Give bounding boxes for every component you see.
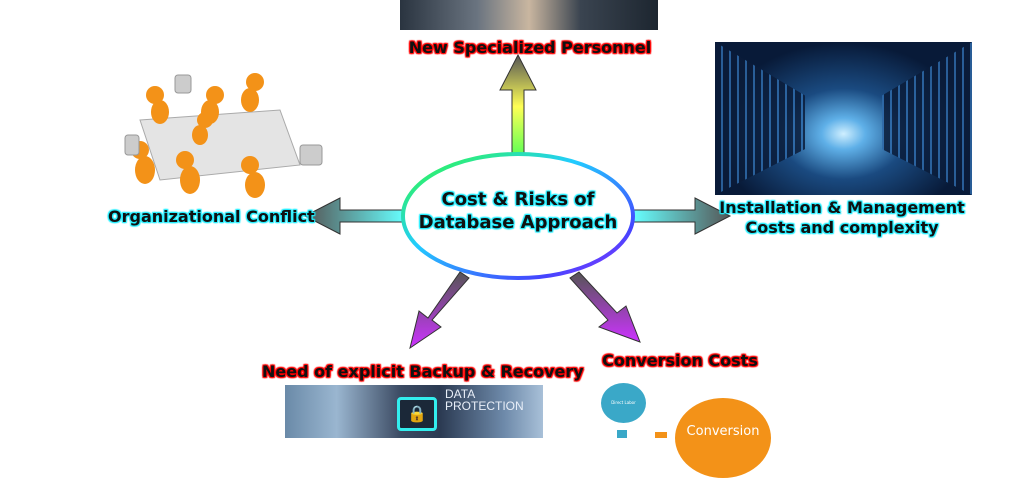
plus-icon	[617, 430, 627, 438]
center-ellipse	[401, 152, 635, 280]
conversion-text: Conversion	[686, 424, 760, 439]
conversion-circle: Conversion	[675, 398, 771, 478]
server-room-image	[715, 42, 972, 195]
label-new-specialized-personnel: New Specialized Personnel	[408, 38, 652, 57]
label-backup-recovery: Need of explicit Backup & Recovery	[262, 362, 584, 381]
direct-labor-circle: Direct Labor	[601, 383, 646, 423]
arrows-layer	[303, 53, 732, 350]
center-title: Cost & Risks of Database Approach	[408, 188, 628, 234]
center-title-line2: Database Approach	[418, 212, 618, 233]
data-text: DATA	[445, 387, 476, 401]
data-protection-image: 🔒 DATA PROTECTION	[285, 385, 543, 438]
arrow-right	[632, 197, 732, 235]
arrow-up	[499, 53, 537, 159]
direct-labor-text: Direct Labor	[611, 400, 636, 405]
arrow-down-right	[569, 271, 641, 343]
lock-icon: 🔒	[397, 397, 437, 431]
chairs	[124, 74, 323, 166]
protection-text: PROTECTION	[445, 399, 524, 413]
label-installation-line2: Costs and complexity	[745, 218, 939, 237]
arrow-left	[303, 197, 406, 235]
arrow-small-icon	[655, 432, 667, 438]
organizational-conflict-image	[124, 73, 323, 198]
label-organizational-conflict: Organizational Conflict	[108, 207, 315, 226]
arrow-down-left	[409, 271, 470, 350]
label-installation-management: Installation & Management Costs and comp…	[712, 198, 972, 238]
center-title-line1: Cost & Risks of	[441, 189, 595, 210]
label-installation-line1: Installation & Management	[719, 198, 965, 217]
personnel-image	[400, 0, 658, 30]
data-protection-text: DATA PROTECTION	[445, 388, 524, 412]
label-conversion-costs: Conversion Costs	[602, 351, 758, 370]
